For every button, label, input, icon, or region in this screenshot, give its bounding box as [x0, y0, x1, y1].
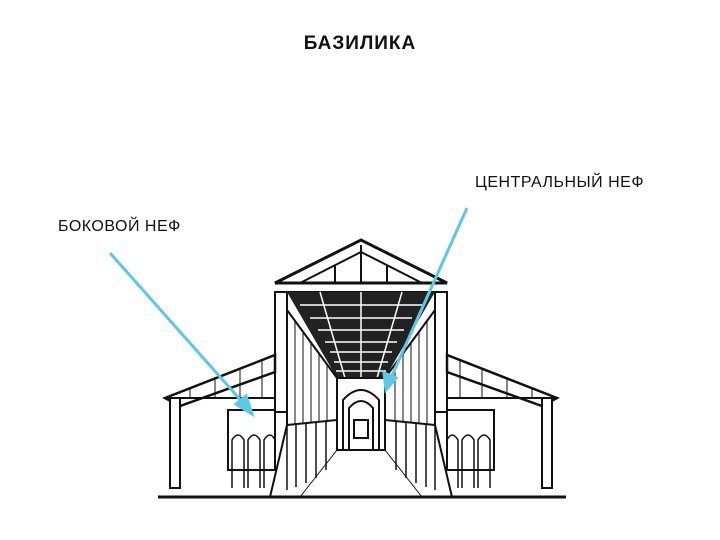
side-nave-arrow — [108, 252, 255, 418]
central-nave-label: ЦЕНТРАЛЬНЫЙ НЕФ — [475, 174, 645, 191]
diagram-title: БАЗИЛИКА — [303, 33, 417, 54]
side-nave-label: БОКОВОЙ НЕФ — [58, 218, 181, 235]
basilica-illustration — [158, 238, 566, 499]
central-nave-arrow — [382, 207, 469, 394]
